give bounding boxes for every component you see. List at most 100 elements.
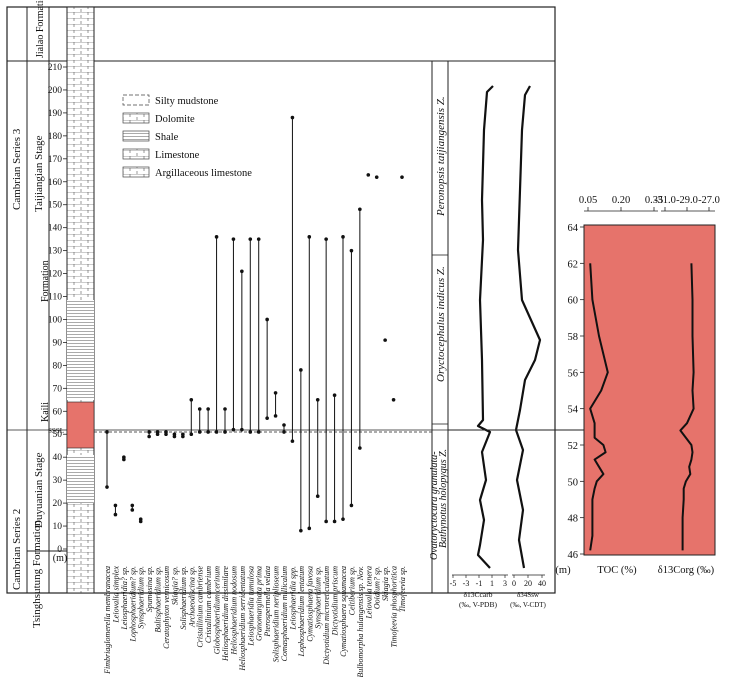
species-name: Cymatiosphaera squamacea [339,566,348,657]
legend-argillaceous-limestone: Argillaceous limestone [155,168,252,179]
depth-tick-label: 10 [53,522,63,532]
taxon-range-start [273,414,278,418]
species-name: Granomarginata prima [255,566,264,641]
taxon-range-end [290,115,295,120]
species-name: Leiovalia simplex [111,566,120,624]
inset-depth-tick-label: 48 [568,514,579,525]
inset-depth-tick-label: 60 [568,296,579,307]
inset-depth-tick-label: 56 [568,368,579,379]
taxon-range-start [299,528,303,533]
carb-tick-label: 1 [490,579,494,588]
taxon-range-start [189,432,194,437]
taxon-range-start [290,439,295,443]
taxon-range-end [358,207,362,212]
taxon-range-start [374,175,379,179]
species-name: Bulbomorpha hulangensis sp. Nov. [356,566,365,677]
taxon-range-start [307,526,312,531]
inset-depth-tick-label: 58 [568,332,579,343]
species-name: Archaeodiscina sp. [187,566,196,628]
taxon-range-start [358,446,362,450]
depth-tick-label: 200 [48,86,63,96]
species-name: Globosphaeridium cerinum [213,566,222,654]
species-name: Fimbriaglomerella membranacea [103,566,112,675]
taxon-range-end [138,517,143,521]
species-name: Skiagia? sp. [170,566,179,605]
legend-silty-mudstone: Silty mudstone [155,96,219,107]
taxon-range-start [105,485,109,489]
taxon-range-end [307,235,312,239]
taxon-range-end [113,503,118,508]
species-name: Leiosphaeridia tumulosa [246,566,255,647]
taxon-range-start [214,430,219,434]
species-name: Timofeevia phosphoritica [390,566,399,648]
depth-tick-label: 160 [48,178,63,188]
species-name: Heliosphaeridium dissimilare [221,566,230,662]
taxon-range-end [122,455,126,459]
taxon-range-end [231,237,236,241]
legend-swatch-limestone [122,148,150,160]
species-name: Solisphaeridium neriplioseum [272,566,281,662]
inset-toc-tick-label: 0.20 [612,195,630,206]
depth-tick-label: 30 [53,476,63,486]
sssl-label: SSSL [48,427,64,435]
taxon-range-end [282,423,286,427]
species-name: Synsphaeridium sp. [137,566,146,629]
sulf-axis-label: δ34Ssw [517,591,540,599]
inset-depth-unit: (m) [555,565,571,576]
zone-ovatoryctocara: Ovatoryctocara granulata- [429,451,440,560]
species-name: Heliosphaeridium nodosum [229,566,238,656]
depth-tick-label: 50 [53,430,63,440]
taxon-range-start [400,175,404,179]
taxon-range-start [147,434,151,439]
inset-background [583,224,716,556]
label-series2: Cambrian Series 2 [11,509,23,590]
taxon-range-end [206,407,210,411]
carb-tick-label: -3 [463,579,470,588]
isotope-curves [476,85,542,569]
taxon-range-end [332,393,337,398]
species-name: Baltisphaeridium sp. [154,566,163,633]
taxon-range-start [130,508,135,512]
inset-depth-tick-label: 46 [568,550,579,561]
toc-curve [589,263,609,551]
carb-tick-label: -5 [450,579,457,588]
depth-tick-label: 130 [48,247,63,257]
depth-unit: (m) [53,553,67,564]
depth-tick-label: 190 [48,109,63,119]
taxon-range-end [240,269,244,274]
species-name: Pterospermella velata [263,566,272,638]
taxon-range-end [265,317,269,322]
carb-axis-unit: (‰, V-PDB) [459,600,497,609]
taxon-range-start [248,430,253,434]
taxon-range-end [341,235,345,239]
inset-org-tick-label: -31.0 [654,195,676,206]
inset-depth-tick-label: 52 [568,441,579,452]
sulf-tick-label: 20 [524,579,532,588]
taxon-range-start [315,494,320,499]
sulf-axis-unit: (‰, V-CDT) [510,601,546,609]
depth-tick-label: 60 [53,407,63,417]
taxon-range-start [332,519,337,524]
inset-org-label: δ13Corg (‰) [658,565,715,576]
depth-tick-label: 70 [53,384,63,394]
lithology-legend: Silty mudstone Dolomite Shale Limestone … [122,94,252,179]
zone-bathynotus: Bathynotus holopygus Z. [438,449,449,548]
taxon-range-start [265,416,269,420]
taxon-range-start [206,430,210,434]
legend-limestone: Limestone [155,150,200,161]
taxon-ranges [105,115,404,533]
taxon-range-start [240,427,244,432]
inset-org-tick-label: -27.0 [698,195,720,206]
shale-interval-kaili [67,300,94,400]
depth-tick-label: 20 [53,499,63,509]
species-name: Dictyotidium priscum [331,566,340,637]
taxon-range-start [366,173,371,177]
inset-toc-tick-label: 0.05 [579,195,597,206]
sulf-tick-label: 40 [538,579,546,588]
label-duyuan: Duyuanian Stage [33,452,45,528]
depth-axis: 0102030405060708090100110120130140150160… [48,63,67,555]
inset-depth-tick-label: 62 [568,259,579,270]
label-kaili-2: Formation [40,260,51,302]
legend-dolomite: Dolomite [155,114,195,125]
